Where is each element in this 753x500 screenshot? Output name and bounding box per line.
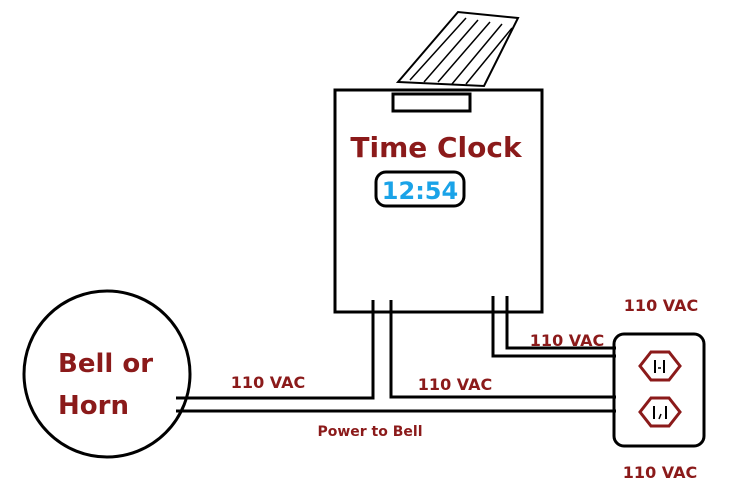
outlet-bottom-icon (638, 396, 682, 428)
voltage-label-top-right: 110 VAC (624, 296, 698, 315)
clock-display-time: 12:54 (382, 177, 458, 205)
wires (176, 296, 616, 413)
voltage-label-middle-wire: 110 VAC (418, 375, 492, 394)
card-slot (391, 92, 472, 113)
time-card-icon (395, 10, 520, 88)
clock-display (374, 170, 466, 208)
outlet-box (612, 332, 706, 448)
voltage-label-clock-to-outlet: 110 VAC (530, 331, 604, 350)
bell-label-line2: Horn (58, 391, 129, 421)
outlet-top-icon (638, 350, 682, 382)
time-clock-title: Time Clock (350, 131, 523, 164)
bell-label-line1: Bell or (58, 349, 153, 379)
voltage-label-bottom-right: 110 VAC (623, 463, 697, 482)
bell-horn-circle (22, 289, 192, 459)
power-to-bell-label: Power to Bell (317, 424, 422, 440)
voltage-label-bell-wire: 110 VAC (231, 373, 305, 392)
